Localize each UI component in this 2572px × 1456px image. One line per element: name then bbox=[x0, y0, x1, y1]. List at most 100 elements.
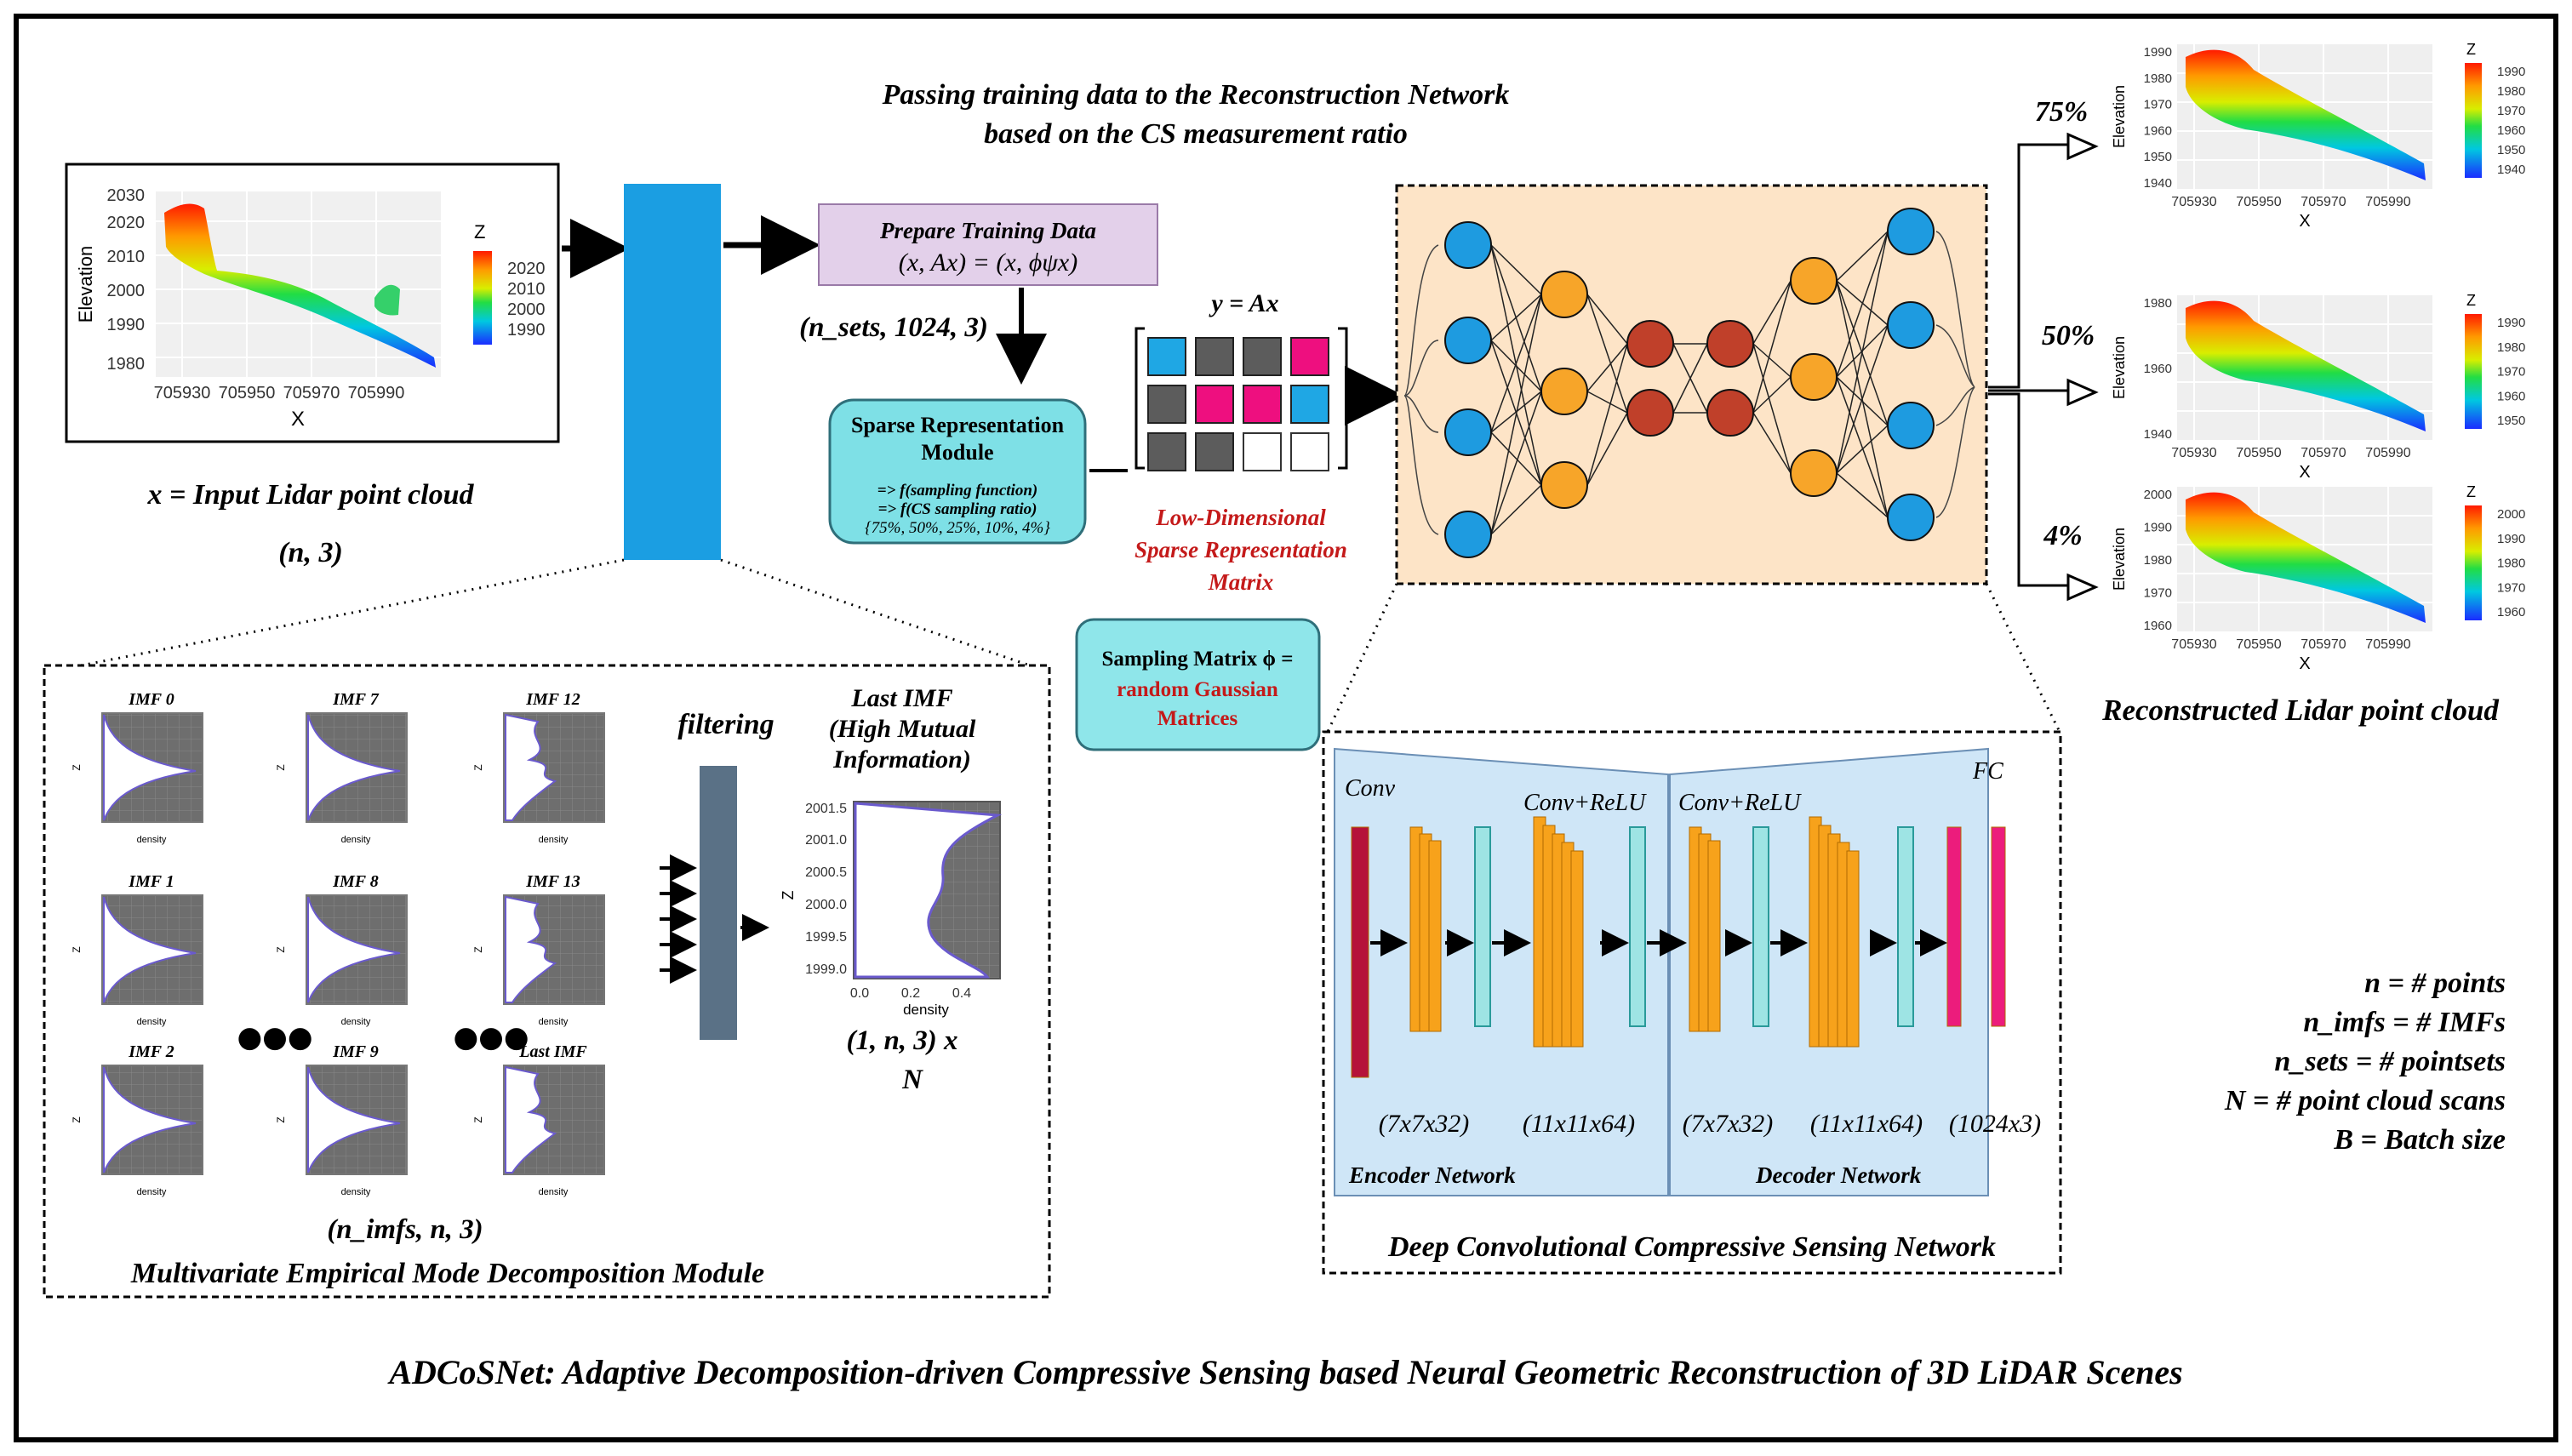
recon-xlabel: X bbox=[2299, 463, 2310, 482]
nn-edge bbox=[1672, 343, 1708, 414]
legend-definitions: n = # points n_imfs = # IMFs n_sets = # … bbox=[2224, 968, 2506, 1156]
recon-point-cloud bbox=[2186, 492, 2426, 623]
nn-edge bbox=[1836, 231, 1889, 282]
sampling-matrix-box bbox=[1075, 618, 1321, 751]
matrix-cell bbox=[1195, 385, 1234, 424]
dccs-dim: (1024x3) bbox=[1949, 1110, 2041, 1138]
recon-zlabel: Z bbox=[2466, 483, 2476, 500]
neural-network bbox=[1403, 208, 1975, 558]
prepare-title: Prepare Training Data bbox=[879, 218, 1096, 243]
recon-point-cloud bbox=[2186, 300, 2426, 431]
input-plot: Elevation 2030 2020 2010 2000 1990 1980 … bbox=[65, 163, 560, 443]
dccs-layer bbox=[1946, 826, 1962, 1027]
input-legend-tick: 2000 bbox=[507, 300, 546, 319]
nn-edge bbox=[1836, 231, 1889, 474]
nn-edge bbox=[1490, 244, 1542, 295]
dccs-dim: (7x7x32) bbox=[1379, 1110, 1470, 1138]
prepare-data-box bbox=[818, 203, 1158, 286]
nn-node bbox=[1540, 461, 1588, 509]
last-imf-plot: 2001.5 2001.0 2000.5 2000.0 1999.5 1999.… bbox=[780, 801, 1003, 1018]
recon-ylabel: Elevation bbox=[2111, 336, 2128, 399]
sparse-title-1: Sparse Representation bbox=[851, 413, 1065, 437]
imf-xlabel: density bbox=[341, 1017, 371, 1027]
imf-title: IMF 8 bbox=[332, 872, 379, 891]
matrix-cell bbox=[1243, 385, 1282, 424]
bottom-title: ADCoSNet: Adaptive Decomposition-driven … bbox=[386, 1353, 2182, 1391]
recon-ytick: 1990 bbox=[2144, 521, 2172, 535]
recon-legend-tick: 1990 bbox=[2497, 316, 2525, 330]
nn-edge bbox=[1490, 294, 1542, 433]
recon-xtick: 705970 bbox=[2301, 195, 2346, 209]
recon-xtick: 705970 bbox=[2301, 637, 2346, 652]
recon-ytick: 1970 bbox=[2144, 586, 2172, 601]
nn-edge bbox=[1586, 294, 1628, 345]
dccs-layer bbox=[1629, 826, 1646, 1027]
imf-zlabel: Z bbox=[275, 764, 287, 770]
filter-block bbox=[700, 766, 737, 1040]
imf-density bbox=[103, 1066, 197, 1173]
recon-ytick: 1960 bbox=[2144, 362, 2172, 376]
sampling-line-1: Sampling Matrix ϕ = bbox=[1102, 648, 1294, 671]
nn-edge bbox=[1490, 391, 1542, 535]
imf-title: IMF 9 bbox=[332, 1042, 379, 1061]
sparse-item: => f(CS sampling ratio) bbox=[878, 500, 1037, 518]
sparse-item: => f(sampling function) bbox=[877, 482, 1037, 500]
input-xlabel: X bbox=[291, 408, 305, 431]
nn-edge bbox=[1752, 412, 1792, 474]
recon-xtick: 705950 bbox=[2236, 195, 2281, 209]
nn-edge bbox=[1586, 391, 1628, 414]
input-legend-tick: 2010 bbox=[507, 280, 546, 299]
legend-def: B = Batch size bbox=[2333, 1124, 2506, 1156]
recon-xtick: 705990 bbox=[2365, 195, 2410, 209]
recon-xtick: 705930 bbox=[2171, 637, 2216, 652]
imf-xlabel: density bbox=[539, 1187, 569, 1197]
nn-edge bbox=[1490, 431, 1542, 486]
recon-xtick: 705950 bbox=[2236, 637, 2281, 652]
nn-node bbox=[1706, 320, 1754, 368]
matrix-bracket-left bbox=[1135, 327, 1145, 470]
input-ytick: 2020 bbox=[107, 214, 146, 232]
input-ytick: 2000 bbox=[107, 282, 146, 300]
recon-legend-tick: 1950 bbox=[2497, 143, 2525, 157]
nn-node bbox=[1540, 271, 1588, 318]
filter-arrows bbox=[660, 854, 697, 984]
imf-xlabel: density bbox=[341, 835, 371, 845]
nn-edge bbox=[1836, 376, 1889, 518]
nn-node bbox=[1887, 494, 1935, 541]
legend-def: n_sets = # pointsets bbox=[2274, 1046, 2506, 1077]
recon-xtick: 705950 bbox=[2236, 446, 2281, 460]
nn-edge bbox=[1586, 294, 1628, 414]
imf-zlabel: Z bbox=[275, 1116, 287, 1122]
recon-xtick: 705930 bbox=[2171, 195, 2216, 209]
prepare-formula: (x, Ax) = (x, ϕψx) bbox=[899, 248, 1077, 277]
sampling-line-3: Matrices bbox=[1157, 707, 1238, 730]
nn-node bbox=[1626, 320, 1674, 368]
recon-legend-tick: 1970 bbox=[2497, 365, 2525, 380]
imf-zlabel: Z bbox=[472, 764, 484, 770]
last-imf-ytick: 2001.0 bbox=[805, 833, 847, 848]
dccs-layers bbox=[1351, 816, 2006, 1078]
imf-zlabel: Z bbox=[472, 1116, 484, 1122]
recon-legend-tick: 1970 bbox=[2497, 580, 2525, 595]
input-block bbox=[624, 184, 721, 560]
recon-legend-tick: 1960 bbox=[2497, 123, 2525, 138]
recon-ytick: 1980 bbox=[2144, 296, 2172, 311]
nn-edge bbox=[1752, 280, 1792, 414]
last-imf-zlabel: Z bbox=[780, 891, 797, 900]
imf-xlabel: density bbox=[137, 1187, 167, 1197]
imf-title: IMF 12 bbox=[525, 690, 580, 709]
legend-def: N = # point cloud scans bbox=[2224, 1085, 2506, 1116]
input-ytick: 2030 bbox=[107, 186, 146, 205]
input-xtick: 705970 bbox=[283, 384, 340, 403]
dccs-layer bbox=[1707, 840, 1721, 1032]
output-arrows bbox=[1988, 132, 2099, 602]
n-sets-label: (n_sets, 1024, 3) bbox=[799, 312, 988, 343]
recon-ytick: 1990 bbox=[2144, 45, 2172, 60]
input-ytick: 1990 bbox=[107, 316, 146, 334]
recon-legend-tick: 1980 bbox=[2497, 340, 2525, 355]
dccs-conv-relu-2: Conv+ReLU bbox=[1678, 790, 1802, 816]
input-ytick: 2010 bbox=[107, 248, 146, 266]
imf-density bbox=[307, 714, 401, 821]
input-ytick: 1980 bbox=[107, 355, 146, 374]
